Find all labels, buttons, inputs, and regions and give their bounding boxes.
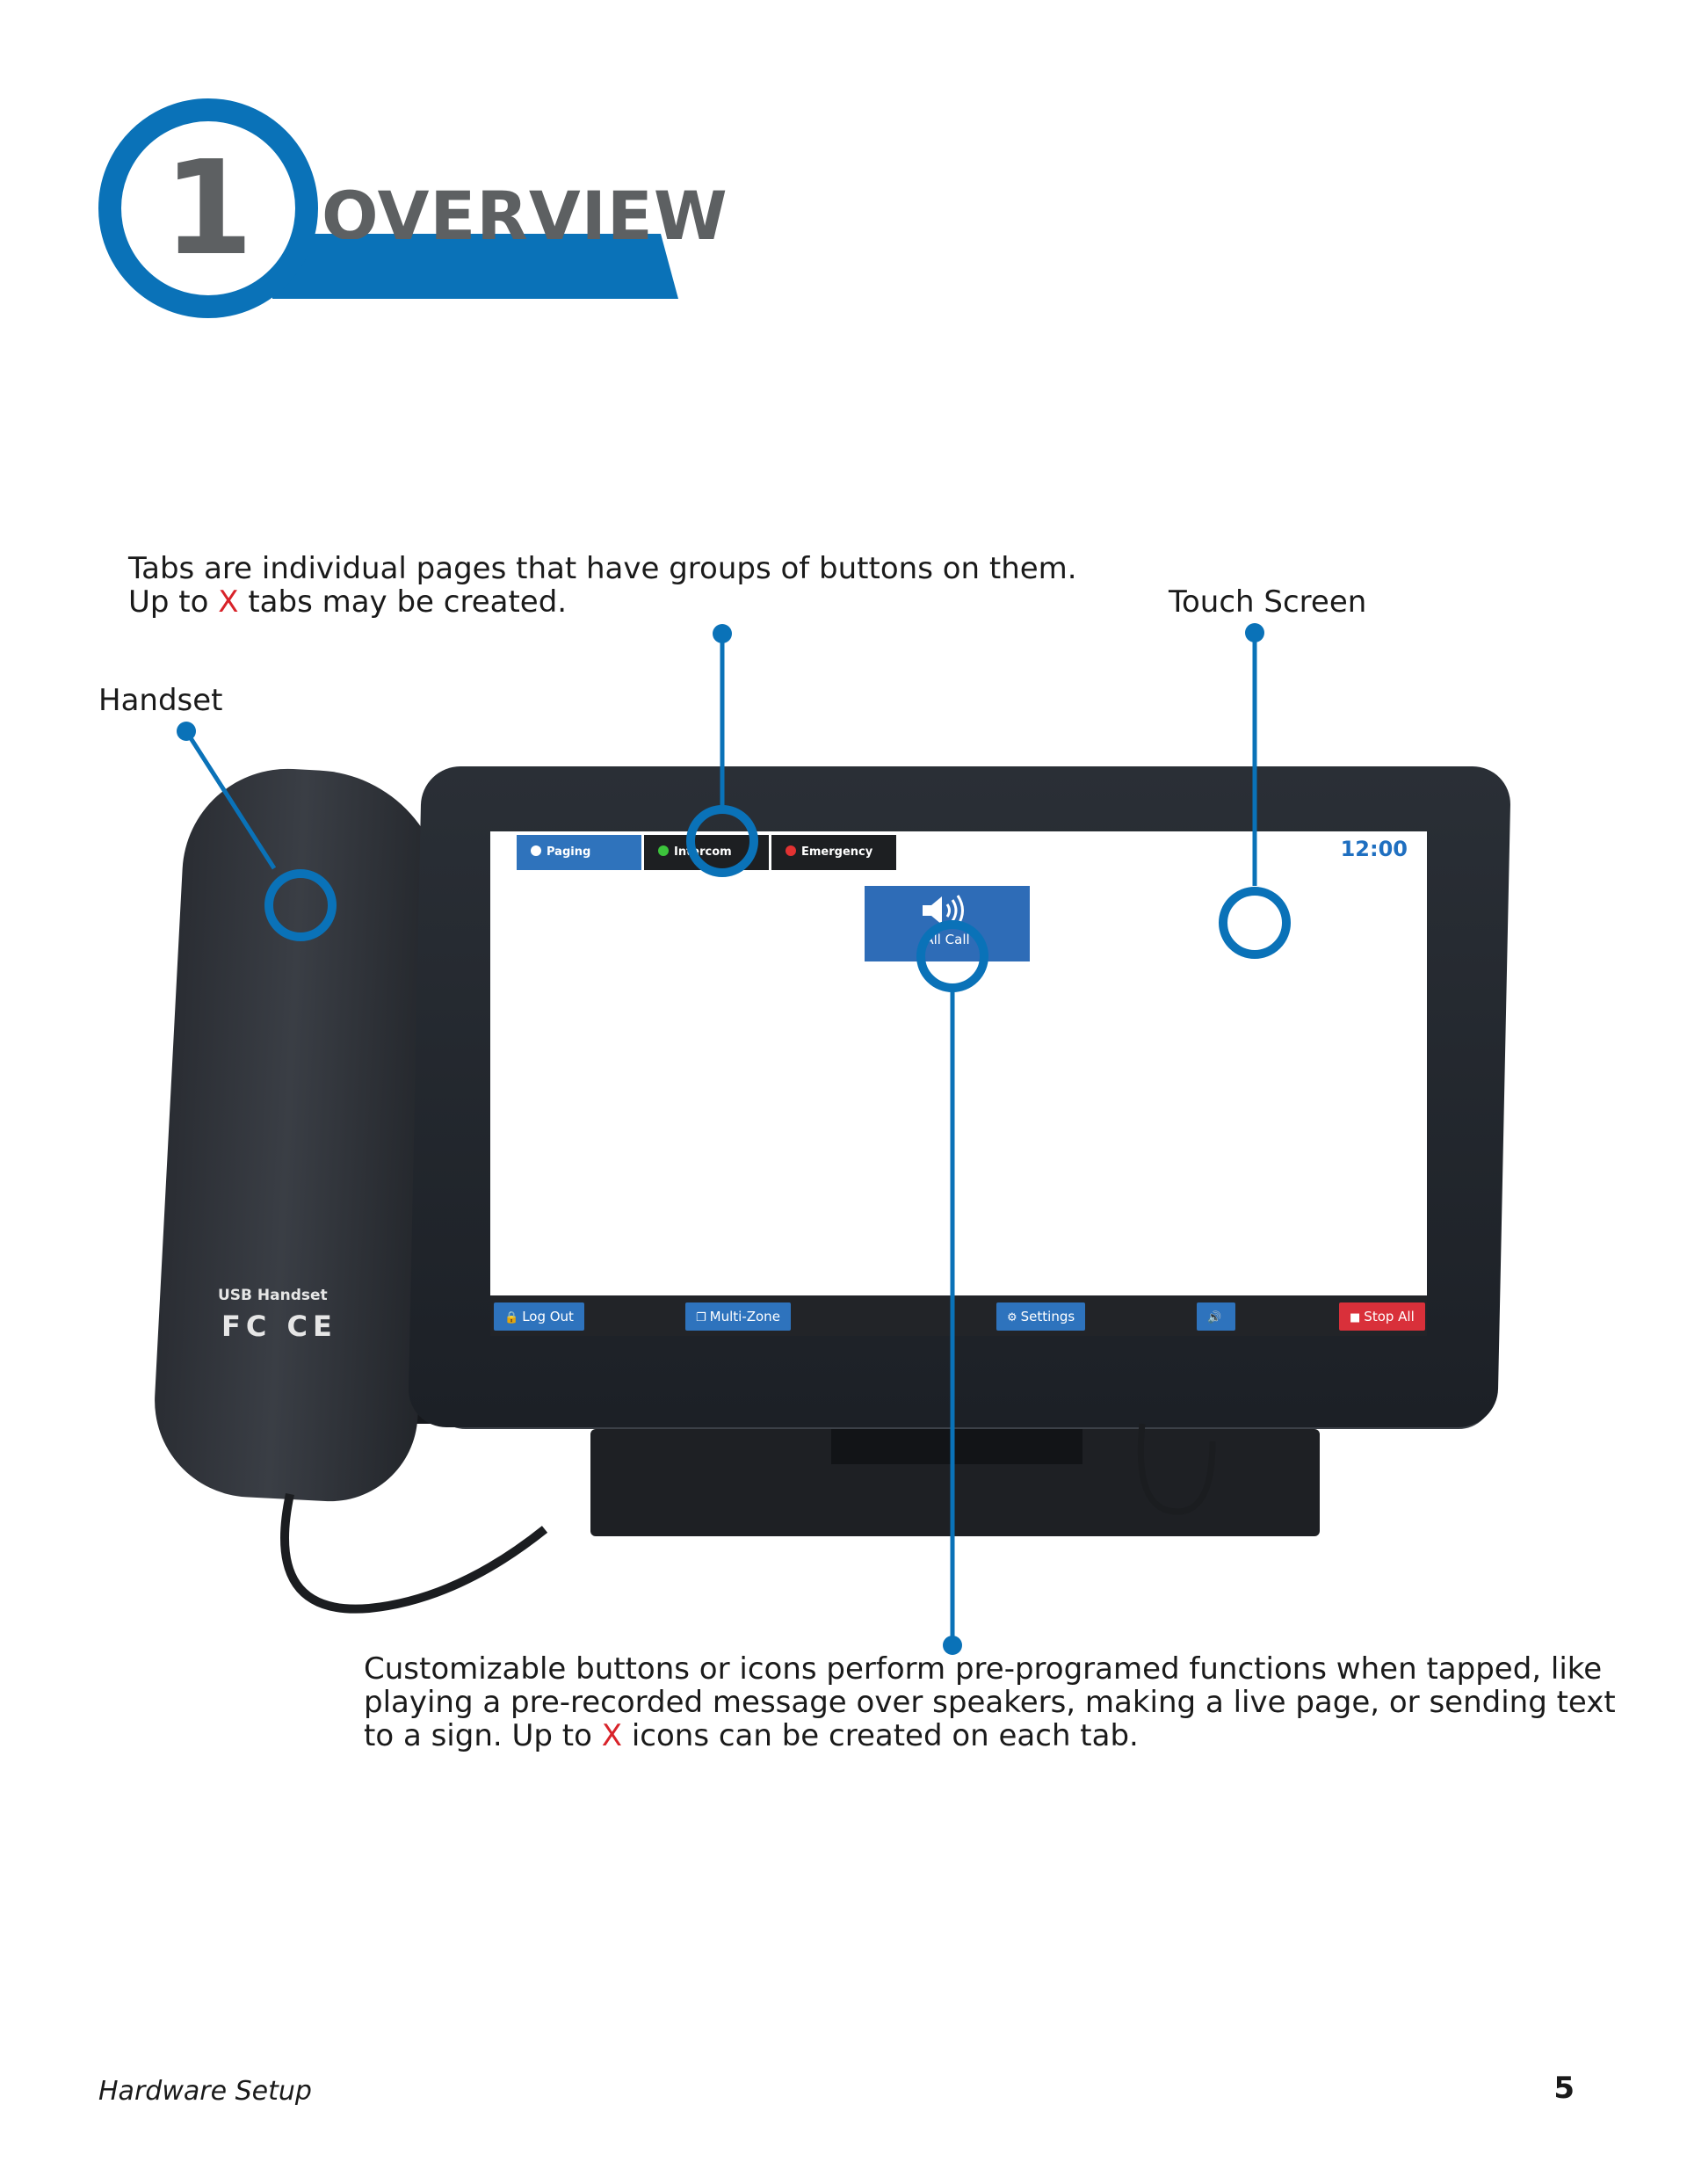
handset-callout: Handset [98,683,223,718]
buttons-callout: Customizable buttons or icons perform pr… [364,1652,1616,1752]
section-title: OVERVIEW [322,177,728,239]
tabs-dot [713,624,732,643]
header-band [272,234,678,299]
touch-screen[interactable]: Paging Intercom Emergency 12:00 All Call… [490,831,1427,1336]
touch-screen-callout: Touch Screen [1169,584,1367,620]
page-number: 5 [1553,2071,1575,2106]
bottom-toolbar: 🔒Log Out ❐Multi-Zone ⚙Settings 🔊 ■Stop A… [490,1295,1427,1336]
gear-icon: ⚙ [1007,1311,1017,1324]
touch-dot [1245,623,1264,642]
multizone-button[interactable]: ❐Multi-Zone [685,1302,791,1331]
handset-leader-line [184,729,277,870]
tab-emergency[interactable]: Emergency [771,835,896,870]
buttons-callout-line2: playing a pre-recorded message over spea… [364,1685,1616,1720]
tabs-callout-line2: Up to X tabs may be created. [128,584,568,620]
buttons-callout-line3: to a sign. Up to X icons can be created … [364,1718,1139,1753]
certification-marks: FC CE [221,1310,337,1343]
all-call-button[interactable]: All Call [865,886,1030,961]
all-call-label: All Call [924,932,970,947]
section-number: 1 [163,133,254,284]
handset-ring [264,869,337,941]
tab-status-dot [658,845,669,856]
handset-label: USB Handset [218,1287,328,1304]
logout-button[interactable]: 🔒Log Out [494,1302,584,1331]
tab-status-dot [531,845,541,856]
settings-button[interactable]: ⚙Settings [996,1302,1086,1331]
lock-icon: 🔒 [504,1311,519,1324]
buttons-ring [916,920,988,992]
footer-section-name: Hardware Setup [98,2076,312,2107]
stop-all-button[interactable]: ■Stop All [1339,1302,1425,1331]
stop-icon: ■ [1350,1311,1361,1324]
buttons-dot [943,1636,962,1655]
tabs-ring [686,805,758,877]
power-cable [1137,1423,1216,1515]
clock: 12:00 [1340,837,1408,861]
tab-status-dot [786,845,796,856]
handset-cord [280,1492,548,1614]
buttons-callout-line1: Customizable buttons or icons perform pr… [364,1651,1603,1687]
volume-button[interactable]: 🔊 [1197,1302,1236,1331]
touch-ring [1219,887,1291,959]
tabs-callout-line1: Tabs are individual pages that have grou… [128,551,1077,586]
tabs-callout: Tabs are individual pages that have grou… [128,552,1077,619]
speaker-icon: 🔊 [1207,1311,1222,1324]
windows-icon: ❐ [696,1311,706,1324]
handset-dot [177,722,196,741]
tab-paging[interactable]: Paging [517,835,641,870]
